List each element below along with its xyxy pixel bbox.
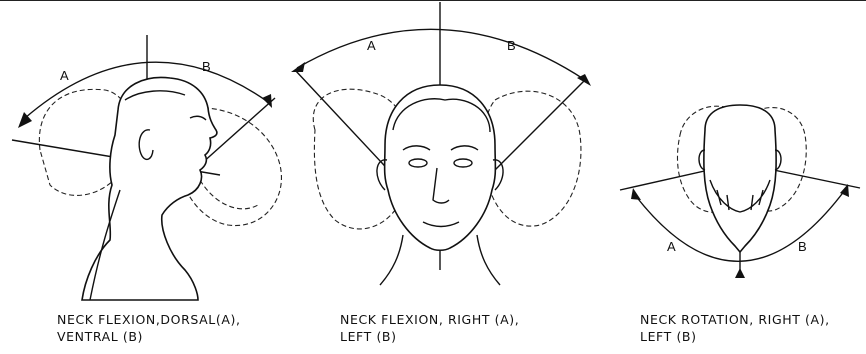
side-profile-drawing: A B (0, 0, 300, 300)
figure-neck-flexion-dorsal-ventral: A B NECK FLEXION,DORSAL(A), VENTRAL (B) (0, 0, 300, 300)
caption-line-1: NECK FLEXION, RIGHT (A), (340, 311, 519, 328)
caption: NECK ROTATION, RIGHT (A), LEFT (B) (640, 311, 830, 345)
front-face-drawing: A B (285, 0, 605, 300)
caption: NECK FLEXION,DORSAL(A), VENTRAL (B) (57, 311, 241, 345)
label-a: A (367, 38, 376, 53)
caption-line-2: LEFT (B) (640, 328, 830, 345)
range-arc (297, 29, 585, 80)
caption: NECK FLEXION, RIGHT (A), LEFT (B) (340, 311, 519, 345)
arc-arrowhead-right (631, 188, 641, 200)
face-outline (385, 85, 496, 250)
caption-line-1: NECK FLEXION,DORSAL(A), (57, 311, 241, 328)
caption-line-1: NECK ROTATION, RIGHT (A), (640, 311, 830, 328)
arc-center-arrowhead (735, 268, 745, 278)
head-top-outline (704, 105, 776, 252)
dashed-head-left-outline (484, 91, 581, 226)
arc-arrowhead-left (291, 62, 305, 72)
label-b: B (798, 239, 807, 254)
caption-line-2: LEFT (B) (340, 328, 519, 345)
top-view-head-drawing: A B (605, 0, 866, 300)
label-a: A (667, 239, 676, 254)
label-b: B (507, 38, 516, 53)
dashed-jaw-outline (200, 180, 258, 209)
figure-neck-rotation-right-left: A B NECK ROTATION, RIGHT (A), LEFT (B) (605, 0, 866, 300)
label-b: B (202, 59, 211, 74)
caption-line-2: VENTRAL (B) (57, 328, 241, 345)
label-a: A (60, 68, 69, 83)
figure-neck-flexion-right-left: A B NECK FLEXION, RIGHT (A), LEFT (B) (285, 0, 605, 300)
